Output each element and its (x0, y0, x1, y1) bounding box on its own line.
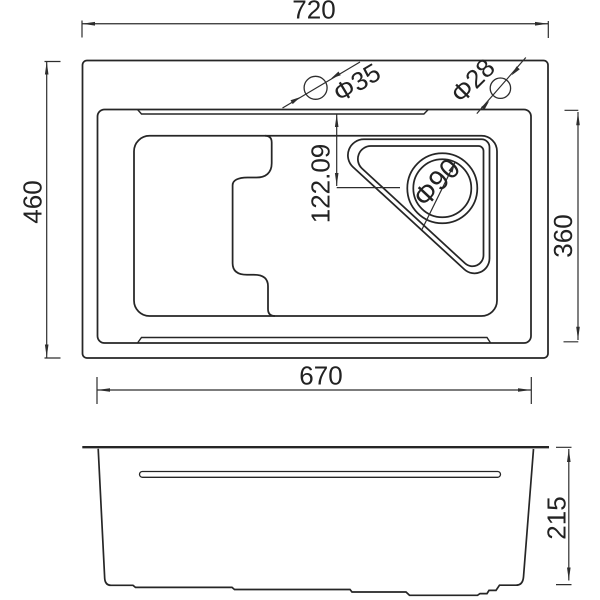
svg-text:460: 460 (18, 180, 48, 223)
svg-text:122.09: 122.09 (306, 144, 336, 224)
svg-text:670: 670 (299, 361, 342, 391)
svg-text:Φ90: Φ90 (407, 152, 466, 212)
svg-text:360: 360 (548, 214, 578, 257)
svg-text:215: 215 (542, 496, 572, 539)
svg-text:720: 720 (292, 0, 335, 25)
svg-text:Φ35: Φ35 (328, 57, 386, 108)
